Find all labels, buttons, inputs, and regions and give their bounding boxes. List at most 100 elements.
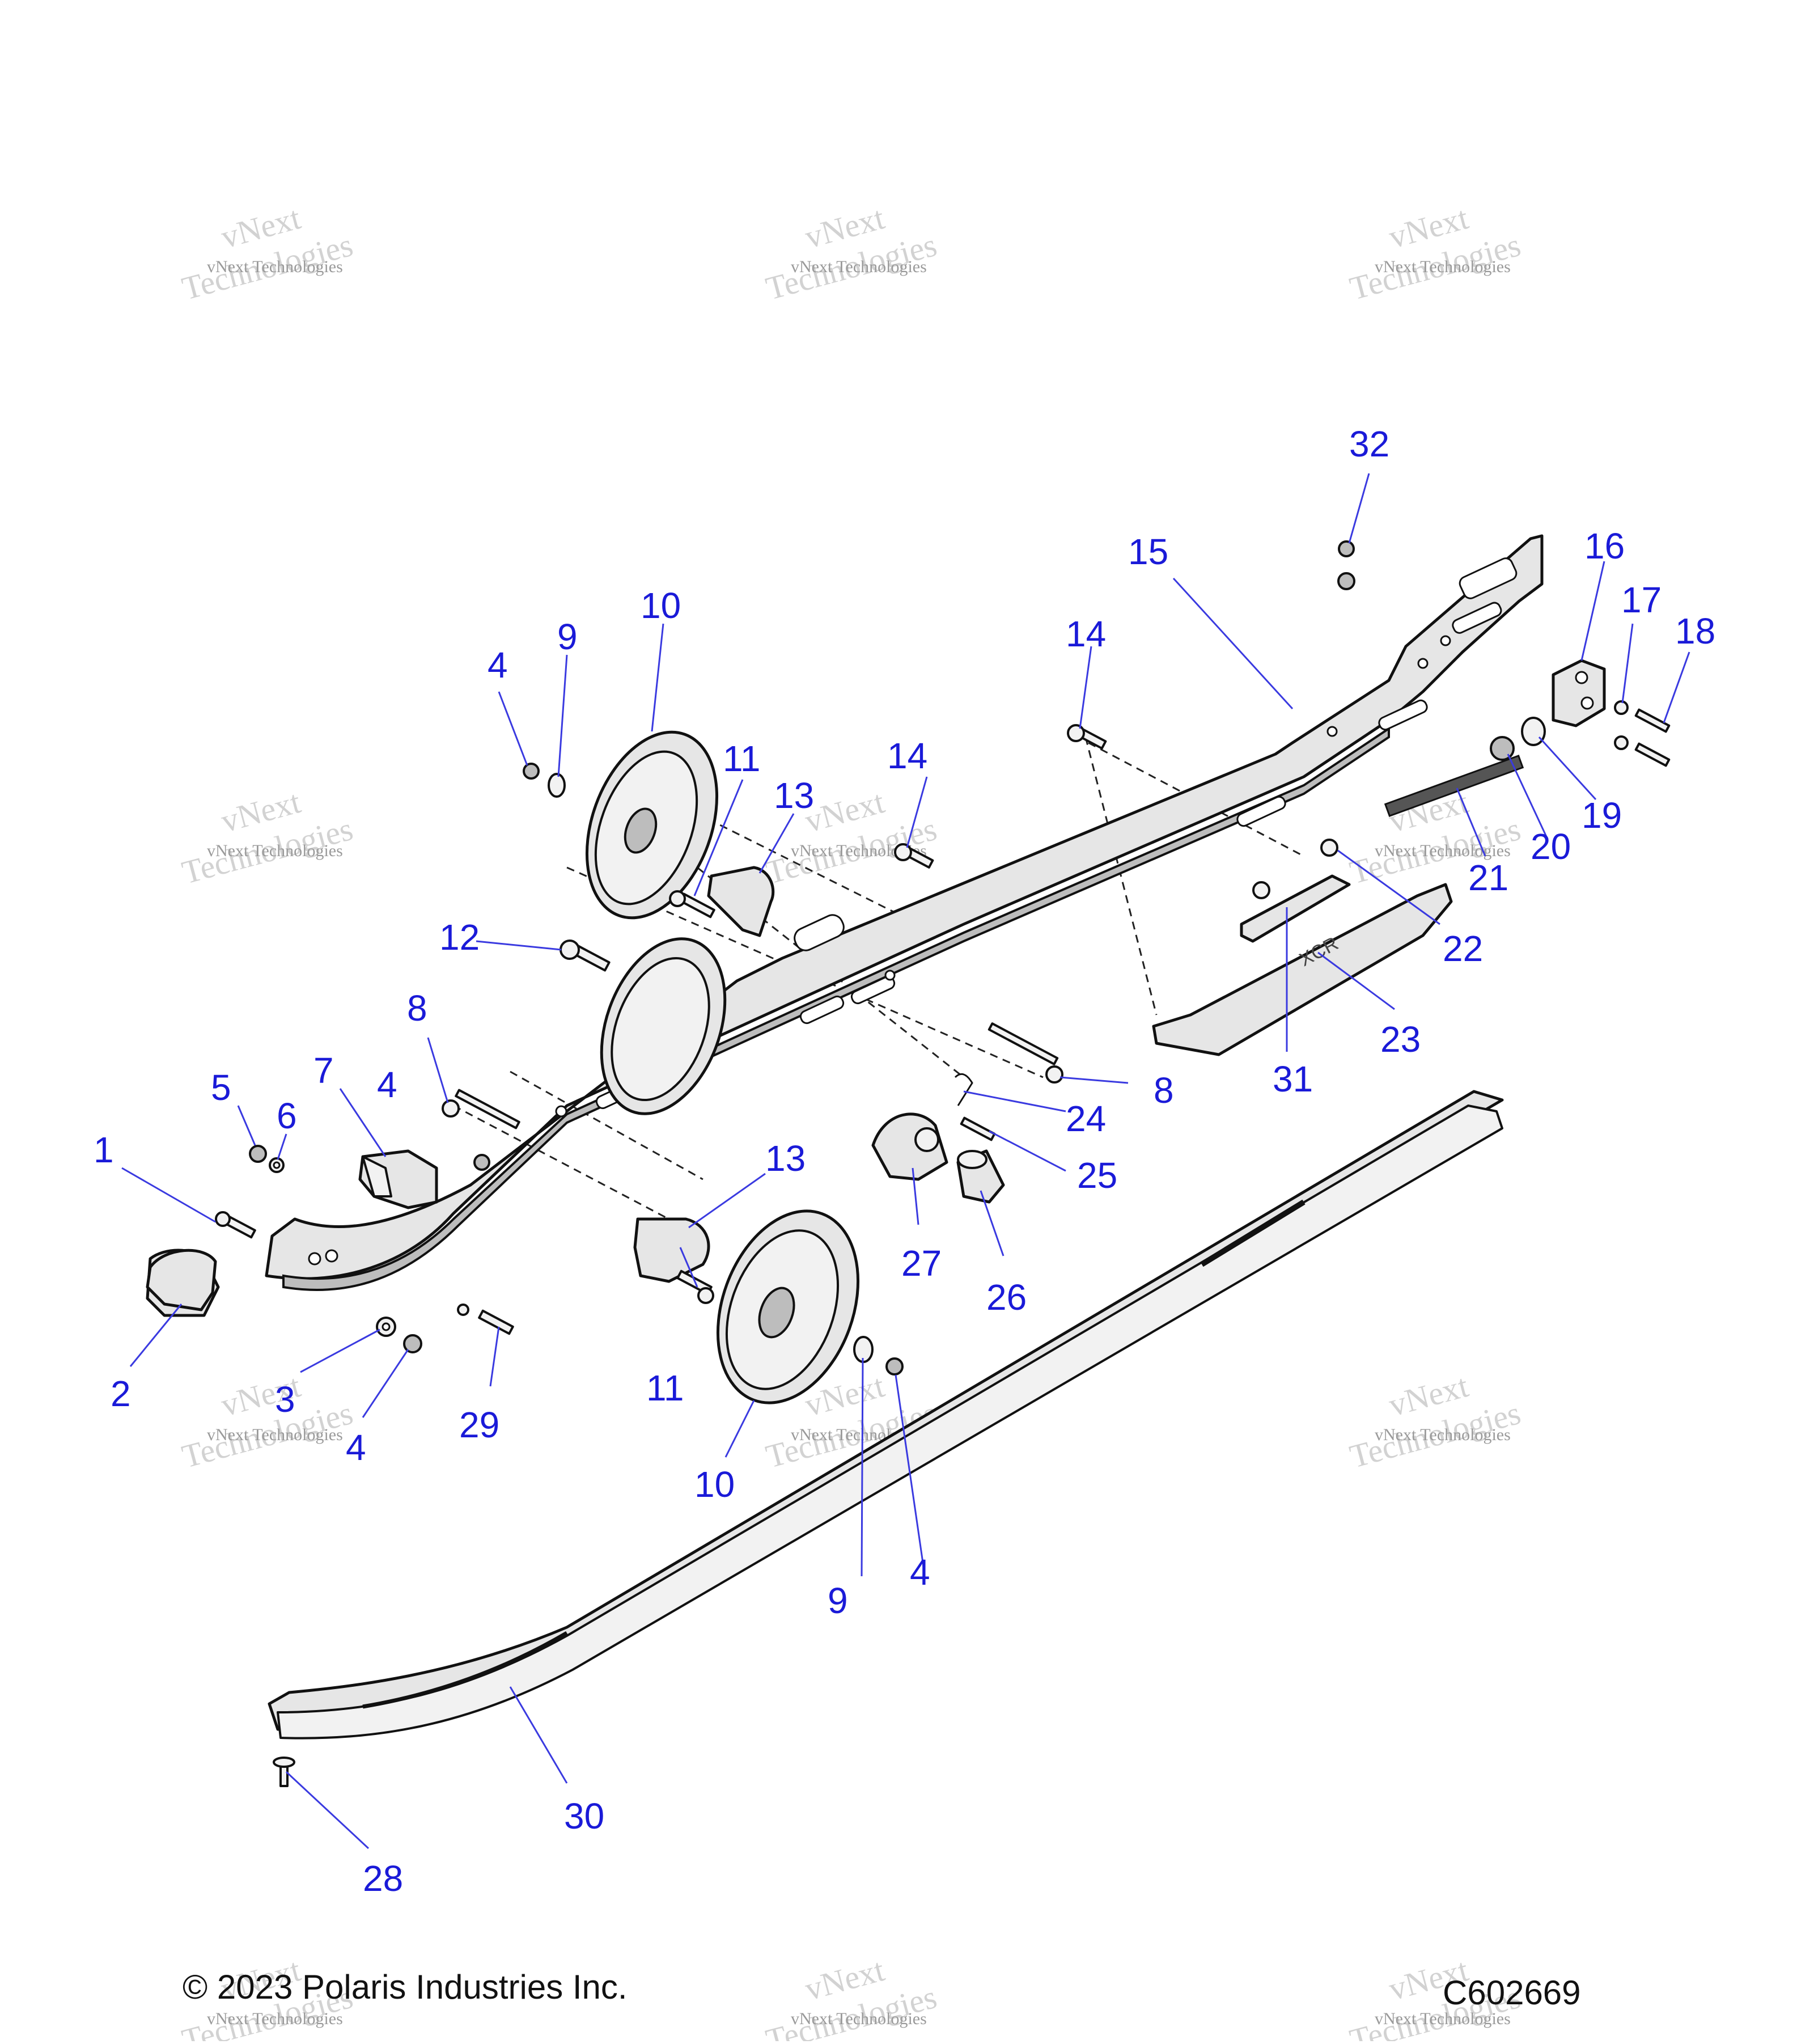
watermarks: vNext Technologies vNext Technologies vN… [178, 199, 1524, 2044]
callout-11: 11 [723, 738, 760, 779]
nut-4 [473, 1154, 490, 1171]
watermark: vNext Technologies [178, 199, 357, 307]
callout-14: 14 [887, 735, 927, 776]
watermark: vNext Technologies [1346, 1367, 1524, 1475]
callout-29: 29 [459, 1404, 499, 1445]
callout-9: 9 [557, 616, 578, 657]
callout-16: 16 [1584, 526, 1625, 566]
callout-6: 6 [277, 1095, 297, 1136]
callout-7: 7 [313, 1050, 334, 1091]
rail-tip-2 [146, 1249, 217, 1311]
nut-32 [1337, 540, 1355, 590]
stop-block-7 [358, 1149, 438, 1209]
callout-22: 22 [1443, 928, 1483, 969]
watermark-text: vNext Technologies [207, 257, 343, 276]
callout-13: 13 [765, 1138, 806, 1179]
leader-lines [121, 473, 1690, 1850]
watermark: vNext Technologies [178, 1367, 357, 1475]
callout-14: 14 [1066, 613, 1106, 654]
nut-4 [885, 1357, 904, 1376]
callout-25: 25 [1077, 1155, 1117, 1196]
watermark: vNext Technologies [178, 783, 357, 891]
callout-24: 24 [1066, 1098, 1106, 1139]
watermark-text: vNext Technologies [1375, 2009, 1511, 2028]
callout-3: 3 [275, 1379, 295, 1420]
callout-21: 21 [1468, 857, 1508, 898]
watermark: vNext Technologies [1346, 199, 1524, 307]
pin-25 [960, 1116, 996, 1141]
watermark-text: vNext Technologies [207, 841, 343, 860]
washer-17 [1614, 700, 1629, 750]
callout-23: 23 [1380, 1019, 1421, 1060]
watermark-text: vNext Technologies [207, 1425, 343, 1444]
callout-27: 27 [901, 1243, 942, 1284]
nut-4 [403, 1334, 422, 1353]
callout-10: 10 [641, 585, 681, 626]
watermark-text: vNext Technologies [1375, 257, 1511, 276]
bolt-8 [442, 1089, 520, 1129]
washer-3 [376, 1317, 396, 1337]
callout-17: 17 [1621, 579, 1662, 620]
watermark-text: vNext Technologies [791, 2009, 927, 2028]
copyright-text: © 2023 Polaris Industries Inc. [183, 1968, 628, 2006]
callout-32: 32 [1349, 424, 1389, 464]
bolt-11 [669, 890, 715, 919]
washer-9 [548, 773, 566, 798]
bushing-26 [956, 1149, 1005, 1204]
callout-30: 30 [564, 1796, 604, 1836]
bolt-11 [676, 1269, 714, 1304]
callout-1: 1 [94, 1129, 114, 1170]
idler-wheel-10 [716, 1209, 860, 1404]
callout-4: 4 [377, 1064, 397, 1105]
callout-8: 8 [1154, 1070, 1174, 1111]
callout-31: 31 [1273, 1059, 1313, 1099]
threaded-rod-21 [1384, 754, 1524, 818]
bolt-1 [215, 1211, 256, 1239]
callout-15: 15 [1128, 531, 1168, 572]
callout-4: 4 [346, 1427, 366, 1468]
callout-20: 20 [1531, 826, 1571, 867]
callout-5: 5 [211, 1067, 231, 1108]
screw-28 [273, 1757, 295, 1787]
bolt-14 [894, 843, 934, 869]
bolt-18 [1634, 708, 1671, 767]
callout-9: 9 [828, 1580, 848, 1621]
wear-strip-30 [268, 1090, 1504, 1740]
clip-24 [954, 1073, 973, 1106]
nut-20 [1490, 736, 1515, 761]
bolt-12 [560, 940, 611, 972]
washer-6 [269, 1157, 285, 1173]
bolt-29 [478, 1309, 514, 1335]
callout-10: 10 [694, 1464, 735, 1505]
callout-4: 4 [910, 1552, 930, 1593]
spacer-13 [707, 866, 775, 937]
idler-wheel-10 [585, 730, 719, 920]
callout-11: 11 [646, 1368, 684, 1408]
plate-31 [1240, 874, 1351, 943]
nut-5 [249, 1145, 267, 1163]
watermark: vNext Technologies [762, 199, 940, 307]
callout-26: 26 [986, 1277, 1027, 1318]
watermark-text: vNext Technologies [1375, 1425, 1511, 1444]
bushing-19 [1521, 717, 1546, 746]
bolt-14 [1067, 724, 1107, 750]
callout-2: 2 [111, 1373, 131, 1414]
watermark-text: vNext Technologies [791, 257, 927, 276]
callout-labels: 1 2 3 4 4 4 4 5 6 7 8 8 9 9 10 10 11 11 … [94, 424, 1715, 1899]
callout-18: 18 [1675, 611, 1715, 651]
washer-29 [457, 1304, 469, 1316]
callout-4: 4 [488, 645, 508, 685]
bracket-16 [1552, 659, 1606, 727]
callout-28: 28 [363, 1858, 403, 1899]
nut-4 [523, 763, 540, 780]
callout-8: 8 [407, 988, 427, 1029]
idler-wheel-middle [600, 937, 727, 1115]
figure-code: C602669 [1443, 1974, 1581, 2012]
callout-19: 19 [1582, 795, 1622, 836]
callout-12: 12 [439, 917, 480, 958]
hub-27 [871, 1112, 948, 1181]
callout-13: 13 [774, 775, 814, 816]
spacer-13 [633, 1217, 710, 1283]
